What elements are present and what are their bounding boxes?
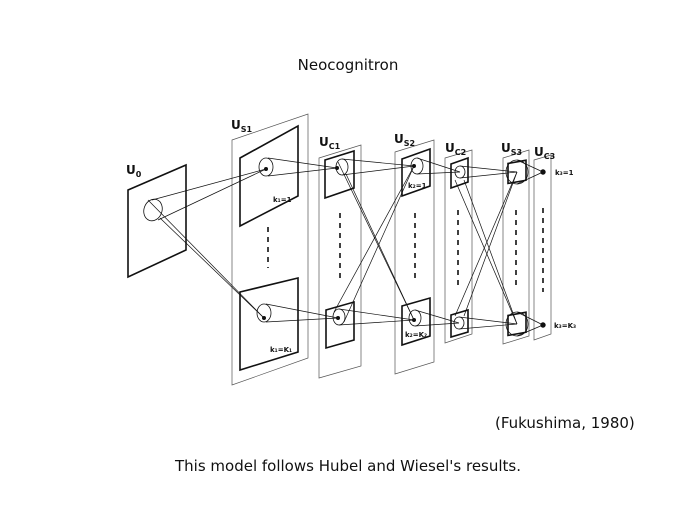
layer-label-uc3: UC3 xyxy=(534,145,555,161)
layer-frame-uc1 xyxy=(318,144,362,379)
layer-label-us3: US3 xyxy=(501,141,522,157)
plane-us2-bottom xyxy=(401,296,431,347)
receptive-field-us1-bottom xyxy=(256,303,272,323)
plane-uc1-bottom xyxy=(325,300,355,350)
layer-label-us1: US1 xyxy=(231,118,253,134)
layer-frame-us3 xyxy=(502,149,530,345)
plane-us3-top xyxy=(507,159,527,185)
receptive-field-u0 xyxy=(143,198,163,222)
layer-label-uc1: UC1 xyxy=(319,135,341,151)
plane-label-k2-last: k₂=K₂ xyxy=(405,331,427,339)
plane-u0 xyxy=(127,163,187,279)
layer-label-us2: US2 xyxy=(394,132,415,148)
plane-uc1-top xyxy=(324,149,355,200)
plane-label-k2-first: k₂=1 xyxy=(408,182,427,190)
layer-label-u0: U0 xyxy=(126,163,142,179)
layer-frame-uc3 xyxy=(533,154,552,341)
plane-label-k1-last: k₁=K₁ xyxy=(270,346,292,354)
plane-label-k1-first: k₁=1 xyxy=(273,196,292,204)
receptive-field-us1-top xyxy=(258,157,274,177)
plane-us1-top xyxy=(239,124,299,228)
plane-label-k3-last: k₃=K₃ xyxy=(554,322,576,330)
plane-us3-bottom xyxy=(507,311,527,337)
layer-frame-uc2 xyxy=(444,149,473,344)
connections xyxy=(147,157,544,337)
slide-caption: This model follows Hubel and Wiesel's re… xyxy=(174,457,521,475)
plane-label-k3-first: k₃=1 xyxy=(555,169,574,177)
layer-label-uc2: UC2 xyxy=(445,141,466,157)
layer-frame-us1 xyxy=(231,113,309,386)
citation: (Fukushima, 1980) xyxy=(495,414,635,432)
slide-title: Neocognitron xyxy=(297,56,399,74)
layer-frame-us2 xyxy=(394,139,435,375)
plane-us2-top xyxy=(401,147,431,198)
plane-uc2-bottom xyxy=(450,308,469,339)
plane-uc2-top xyxy=(450,156,469,190)
plane-us1-bottom xyxy=(239,276,299,372)
